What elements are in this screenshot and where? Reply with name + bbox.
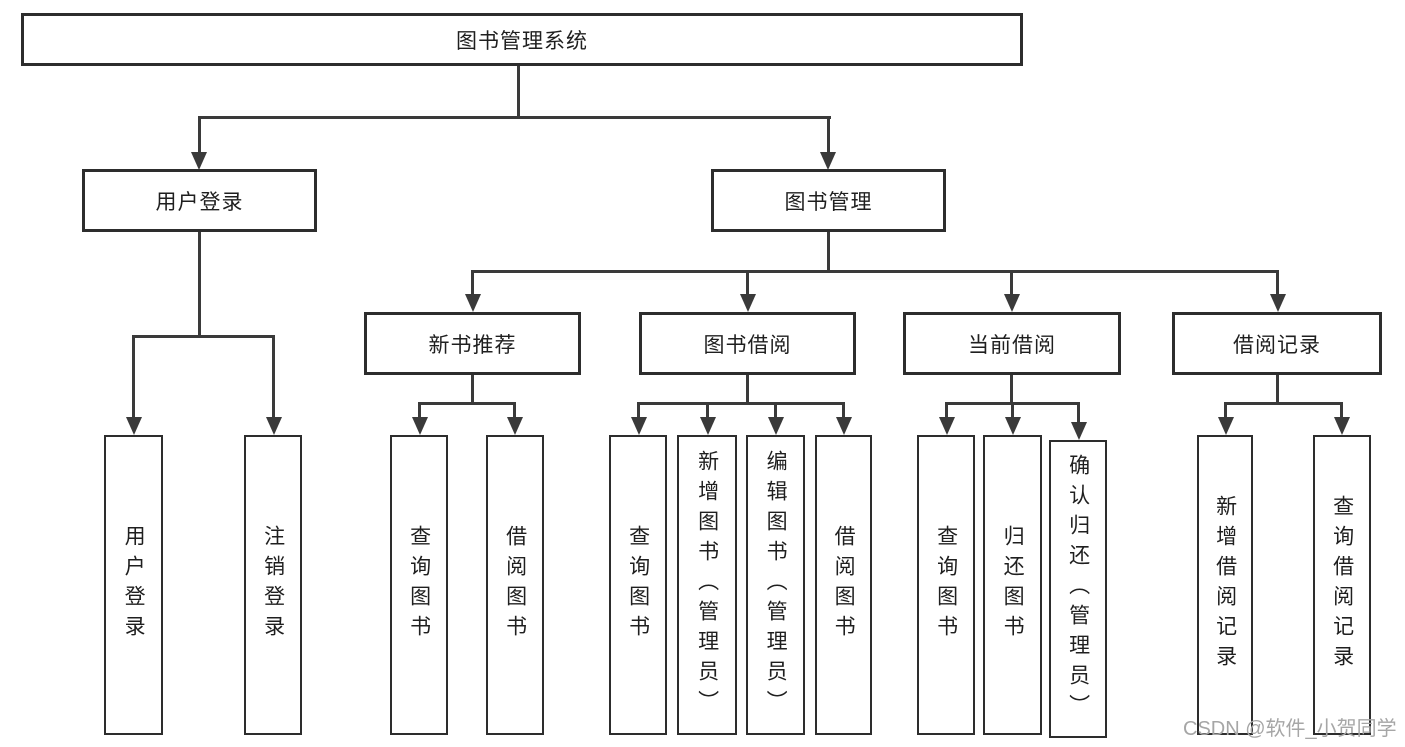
leaf-add-books-admin: 新增图书（管理员）: [677, 435, 737, 735]
connector-vline: [746, 375, 749, 405]
leaf-edit-books-admin: 编辑图书（管理员）: [746, 435, 805, 735]
connector-vline: [746, 270, 749, 296]
leaf-label: 借阅图书: [832, 525, 856, 645]
leaf-label: 查询借阅记录: [1330, 495, 1354, 675]
leaf-add-borrow-record: 新增借阅记录: [1197, 435, 1253, 735]
leaf-logout: 注销登录: [244, 435, 302, 735]
connector-hline: [1224, 402, 1343, 405]
leaf-label: 归还图书: [1001, 525, 1025, 645]
arrow-down-icon: [1004, 294, 1020, 312]
connector-vline: [513, 402, 516, 419]
leaf-label: 注销登录: [261, 525, 285, 645]
connector-hline: [418, 402, 516, 405]
connector-vline: [774, 402, 777, 419]
arrow-down-icon: [820, 152, 836, 170]
leaf-label: 确认归还（管理员）: [1066, 454, 1090, 724]
node-borrowing-records: 借阅记录: [1172, 312, 1382, 375]
connector-vline: [842, 402, 845, 419]
leaf-label: 编辑图书（管理员）: [764, 450, 788, 720]
node-book-management: 图书管理: [711, 169, 946, 232]
connector-hline: [132, 335, 275, 338]
leaf-borrow-books-borrowing: 借阅图书: [815, 435, 872, 735]
connector-hline: [198, 116, 831, 119]
connector-vline: [1276, 375, 1279, 405]
arrow-down-icon: [507, 417, 523, 435]
connector-vline: [132, 335, 135, 419]
leaf-user-login: 用户登录: [104, 435, 163, 735]
leaf-label: 借阅图书: [503, 525, 527, 645]
arrow-down-icon: [631, 417, 647, 435]
node-new-book-recommendation: 新书推荐: [364, 312, 581, 375]
connector-vline: [1011, 402, 1014, 419]
arrow-down-icon: [700, 417, 716, 435]
connector-vline: [1010, 375, 1013, 405]
leaf-query-books-current: 查询图书: [917, 435, 975, 735]
connector-vline: [198, 116, 201, 154]
connector-vline: [471, 375, 474, 405]
connector-vline: [1010, 270, 1013, 296]
arrow-down-icon: [266, 417, 282, 435]
arrow-down-icon: [1071, 422, 1087, 440]
leaf-query-borrow-record: 查询借阅记录: [1313, 435, 1371, 735]
connector-vline: [471, 270, 474, 296]
node-library-management-system: 图书管理系统: [21, 13, 1023, 66]
arrow-down-icon: [191, 152, 207, 170]
connector-vline: [827, 232, 830, 273]
leaf-borrow-books-recommend: 借阅图书: [486, 435, 544, 735]
arrow-down-icon: [768, 417, 784, 435]
connector-vline: [1077, 402, 1080, 424]
leaf-label: 新增借阅记录: [1213, 495, 1237, 675]
leaf-query-books-borrowing: 查询图书: [609, 435, 667, 735]
connector-vline: [418, 402, 421, 419]
connector-vline: [827, 116, 830, 154]
arrow-down-icon: [1005, 417, 1021, 435]
node-book-borrowing: 图书借阅: [639, 312, 856, 375]
connector-hline: [471, 270, 1279, 273]
leaf-label: 查询图书: [934, 525, 958, 645]
connector-vline: [1224, 402, 1227, 419]
node-current-borrowing: 当前借阅: [903, 312, 1121, 375]
connector-vline: [198, 232, 201, 338]
node-user-login: 用户登录: [82, 169, 317, 232]
arrow-down-icon: [939, 417, 955, 435]
connector-vline: [272, 335, 275, 419]
connector-hline: [637, 402, 845, 405]
arrow-down-icon: [1334, 417, 1350, 435]
connector-vline: [1276, 270, 1279, 296]
leaf-label: 查询图书: [407, 525, 431, 645]
leaf-label: 用户登录: [122, 525, 146, 645]
csdn-watermark: CSDN @软件_小贺同学: [1183, 718, 1397, 740]
arrow-down-icon: [836, 417, 852, 435]
connector-vline: [1340, 402, 1343, 419]
arrow-down-icon: [1270, 294, 1286, 312]
arrow-down-icon: [740, 294, 756, 312]
connector-vline: [706, 402, 709, 419]
leaf-label: 查询图书: [626, 525, 650, 645]
connector-vline: [945, 402, 948, 419]
leaf-return-books: 归还图书: [983, 435, 1042, 735]
connector-vline: [637, 402, 640, 419]
connector-vline: [517, 65, 520, 118]
arrow-down-icon: [465, 294, 481, 312]
arrow-down-icon: [1218, 417, 1234, 435]
leaf-query-books-recommend: 查询图书: [390, 435, 448, 735]
arrow-down-icon: [412, 417, 428, 435]
leaf-confirm-return-admin: 确认归还（管理员）: [1049, 440, 1107, 738]
leaf-label: 新增图书（管理员）: [695, 450, 719, 720]
arrow-down-icon: [126, 417, 142, 435]
